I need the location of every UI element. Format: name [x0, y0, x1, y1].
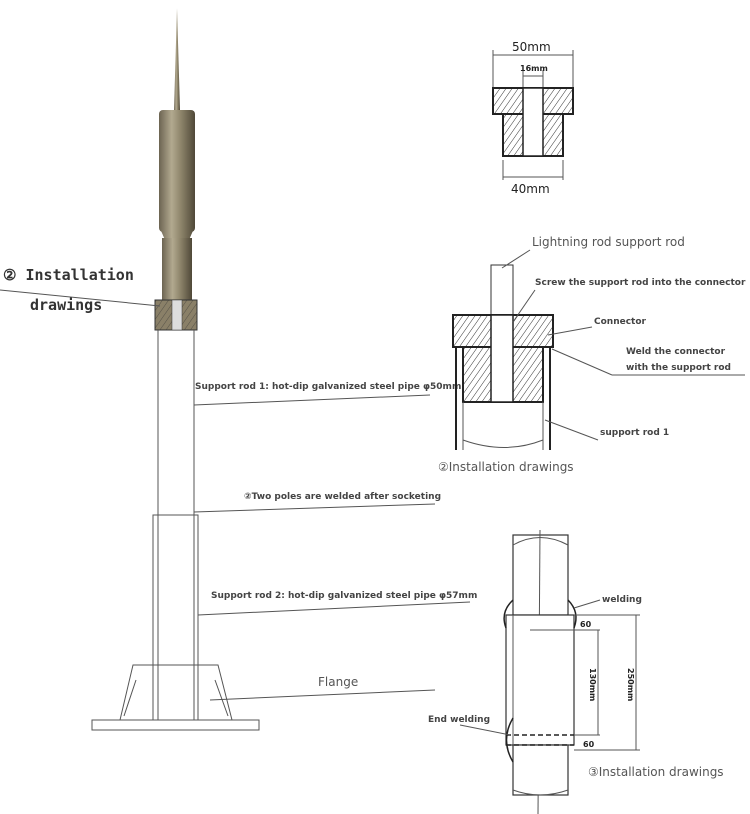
- lightning-rod: [154, 8, 198, 331]
- support-rod-2-label: Support rod 2: hot-dip galvanized steel …: [211, 591, 477, 601]
- welding-detail-drawing: [503, 529, 640, 814]
- support-rod-1-detail-label: support rod 1: [600, 428, 669, 438]
- support-rod-1-label: Support rod 1: hot-dip galvanized steel …: [195, 382, 461, 392]
- welding-caption: ③Installation drawings: [588, 765, 724, 779]
- rod-needle: [174, 8, 180, 110]
- rod-barrel: [159, 110, 195, 232]
- connector-caption: ②Installation drawings: [438, 460, 574, 474]
- weld-label-1: Weld the connector: [626, 347, 726, 357]
- dim-60-bottom: 60: [583, 740, 595, 749]
- installation-label-2: drawings: [30, 296, 102, 314]
- support-rod-label: Lightning rod support rod: [532, 235, 685, 249]
- rod-lower-barrel: [162, 238, 192, 300]
- support-pipe-2: [152, 514, 199, 721]
- dim-130: 130mm: [588, 668, 597, 701]
- welding-label: welding: [602, 595, 642, 605]
- two-poles-label: ②Two poles are welded after socketing: [244, 492, 441, 502]
- flange-drawing: [91, 664, 260, 731]
- support-pipe-1: [157, 330, 195, 515]
- installation-label-1: ② Installation: [3, 266, 134, 284]
- flange-label: Flange: [318, 675, 358, 689]
- weld-label-2: with the support rod: [626, 363, 731, 373]
- width-top-dim: 50mm: [512, 40, 551, 54]
- end-welding-label: End welding: [428, 715, 490, 725]
- dim-250: 250mm: [626, 668, 635, 701]
- connector-detail-drawing: [452, 264, 554, 450]
- bore-dim: 16mm: [520, 64, 548, 73]
- width-bottom-dim: 40mm: [511, 182, 550, 196]
- connector-dimension-drawing: [492, 50, 574, 180]
- screw-label: Screw the support rod into the connector: [535, 278, 746, 288]
- connector-label: Connector: [594, 317, 647, 327]
- dim-60-top: 60: [580, 620, 592, 629]
